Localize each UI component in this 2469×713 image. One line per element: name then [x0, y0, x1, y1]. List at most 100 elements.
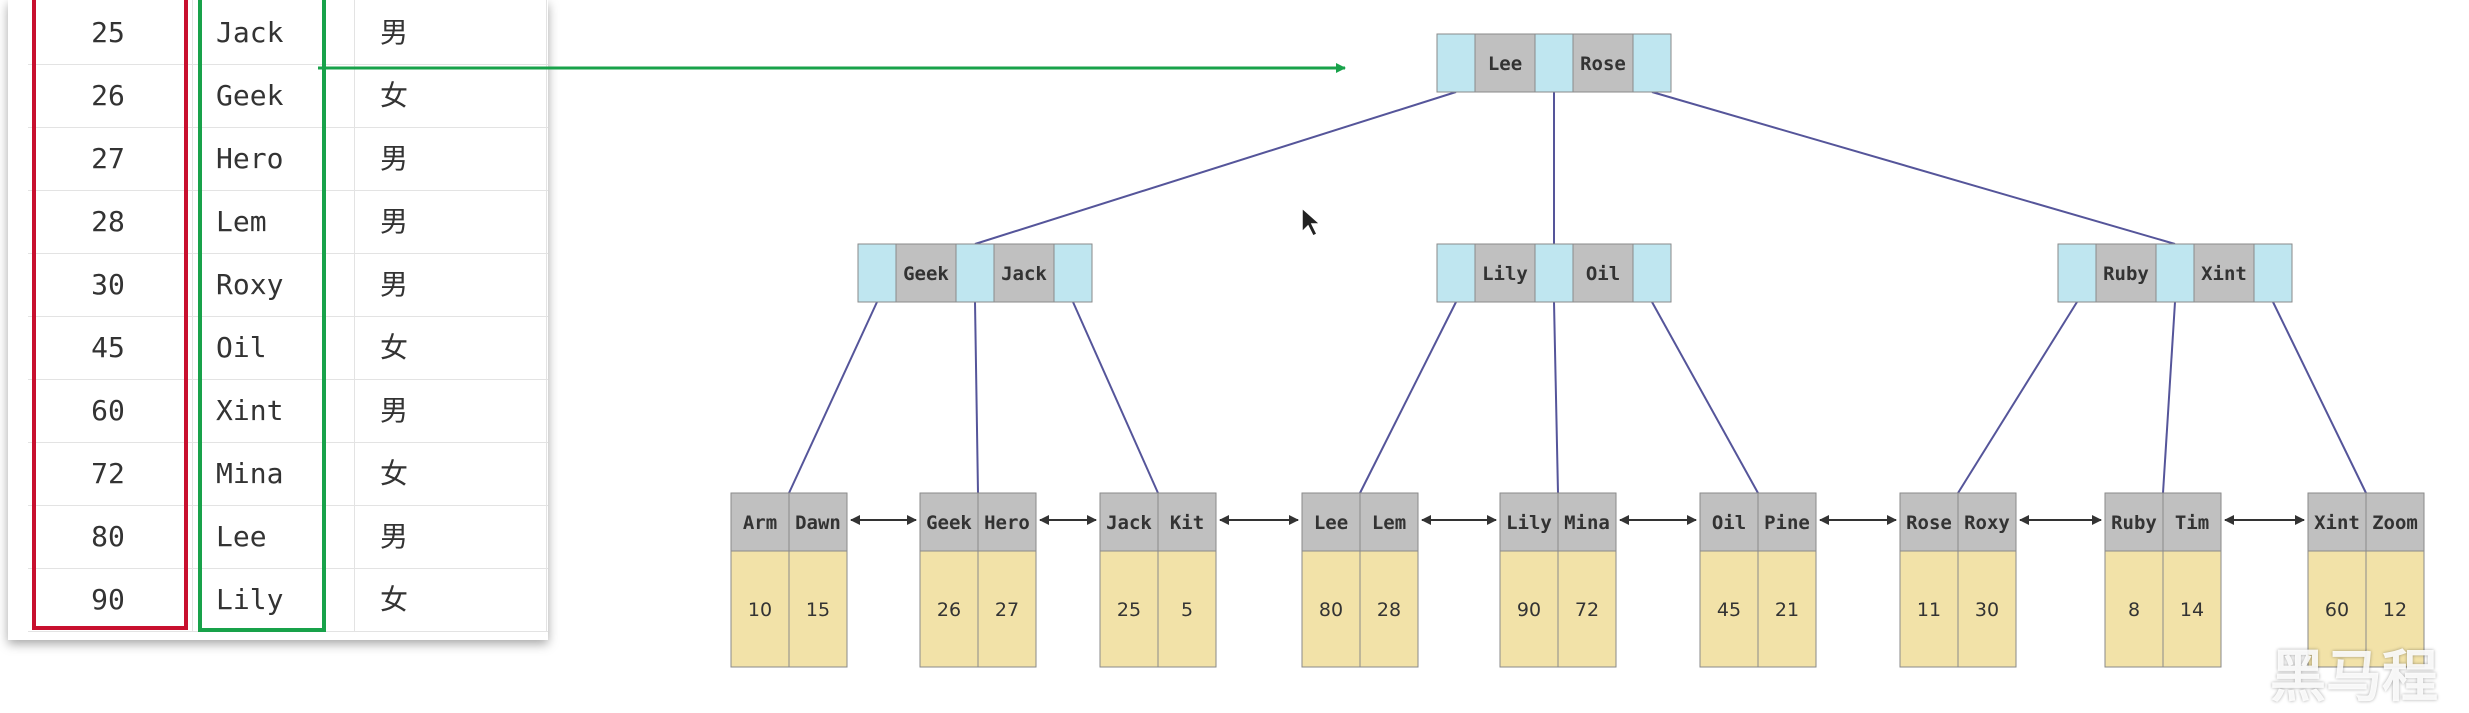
id-cell: 90: [91, 583, 125, 616]
key-cell: [2193, 243, 2255, 303]
key-cell: [993, 243, 1055, 303]
tree-edge: [1651, 91, 2176, 245]
value-label: 90: [1517, 599, 1541, 621]
key-label: Lee: [1314, 512, 1348, 534]
tree-edge: [1957, 301, 2078, 494]
value-label: 14: [2180, 599, 2204, 621]
value-label: 5: [1181, 599, 1193, 621]
name-cell: Lily: [216, 583, 284, 616]
table-row[interactable]: 26 Geek 女: [28, 65, 548, 128]
value-cell: [1157, 550, 1217, 668]
value-cell: [1899, 550, 1959, 668]
watermark: 黑马程: [2270, 645, 2438, 710]
table-row[interactable]: 45 Oil 女: [28, 317, 548, 380]
tree-edge: [974, 301, 979, 494]
value-cell: [2307, 550, 2367, 668]
table-row[interactable]: 25 Jack 男: [28, 2, 548, 65]
key-label: Lem: [1372, 512, 1406, 534]
key-cell: [1474, 33, 1536, 93]
value-cell: [1957, 550, 2017, 668]
gender-cell: 男: [380, 142, 409, 175]
key-label: Ruby: [2103, 263, 2149, 285]
gender-cell: 女: [380, 331, 409, 364]
table-row[interactable]: 72 Mina 女: [28, 443, 548, 506]
gender-cell: 男: [380, 520, 409, 553]
key-cell: [1301, 492, 1361, 552]
name-cell: Xint: [216, 394, 284, 427]
name-cell: Jack: [216, 16, 284, 49]
value-label: 72: [1575, 599, 1599, 621]
value-cell: [1099, 550, 1159, 668]
name-cell: Lee: [216, 520, 267, 553]
key-cell: [2095, 243, 2157, 303]
id-cell: 80: [91, 520, 125, 553]
name-column-highlight: [198, 0, 326, 632]
gender-cell: 男: [380, 268, 409, 301]
key-label: Jack: [1001, 263, 1047, 285]
key-label: Pine: [1764, 512, 1810, 534]
table-row[interactable]: 28 Lem 男: [28, 191, 548, 254]
id-cell: 27: [91, 142, 125, 175]
key-label: Xint: [2201, 263, 2247, 285]
value-cell: [1499, 550, 1559, 668]
tree-edge: [1072, 301, 1159, 494]
key-cell: [1474, 243, 1536, 303]
value-label: 80: [1319, 599, 1343, 621]
value-cell: [919, 550, 979, 668]
table-row[interactable]: 60 Xint 男: [28, 380, 548, 443]
key-label: Geek: [926, 512, 972, 534]
value-cell: [2104, 550, 2164, 668]
data-table: 25 Jack 男 26 Geek 女 27 Hero 男 28 Lem 男 3…: [8, 0, 548, 640]
key-label: Ruby: [2111, 512, 2157, 534]
key-label: Lee: [1488, 53, 1522, 75]
key-label: Zoom: [2372, 512, 2418, 534]
key-cell: [1757, 492, 1817, 552]
table-row[interactable]: 30 Roxy 男: [28, 254, 548, 317]
tree-edges: [788, 91, 2367, 494]
id-cell: 30: [91, 268, 125, 301]
name-cell: Hero: [216, 142, 284, 175]
value-cell: [1301, 550, 1361, 668]
value-label: 28: [1377, 599, 1401, 621]
key-label: Lily: [1506, 512, 1552, 534]
key-label: Xint: [2314, 512, 2360, 534]
key-cell: [2104, 492, 2164, 552]
value-label: 27: [995, 599, 1019, 621]
pointer-cell: [1632, 243, 1672, 303]
value-label: 12: [2383, 599, 2407, 621]
leaf-node: Lee 80 Lem 28: [1301, 492, 1419, 668]
id-cell: 72: [91, 457, 125, 490]
pointer-cell: [1436, 33, 1476, 93]
key-cell: [788, 492, 848, 552]
key-cell: [1957, 492, 2017, 552]
tree-edge: [1651, 301, 1759, 494]
name-cell: Mina: [216, 457, 284, 490]
key-cell: [1699, 492, 1759, 552]
key-label: Dawn: [795, 512, 841, 534]
value-cell: [788, 550, 848, 668]
internal-node: Ruby Xint: [2057, 243, 2293, 303]
value-label: 60: [2325, 599, 2349, 621]
value-label: 21: [1775, 599, 1799, 621]
id-column-highlight: [32, 0, 188, 630]
value-cell: [730, 550, 790, 668]
table-row[interactable]: 80 Lee 男: [28, 506, 548, 569]
pointer-cell: [2155, 243, 2195, 303]
leaf-node: Xint 60 Zoom 12: [2307, 492, 2425, 668]
value-cell: [1359, 550, 1419, 668]
tree-edge: [1359, 301, 1457, 494]
key-label: Hero: [984, 512, 1030, 534]
tree-edge: [974, 91, 1457, 245]
id-cell: 26: [91, 79, 125, 112]
key-cell: [1572, 243, 1634, 303]
key-label: Arm: [743, 512, 777, 534]
key-cell: [2162, 492, 2222, 552]
table-row[interactable]: 27 Hero 男: [28, 128, 548, 191]
